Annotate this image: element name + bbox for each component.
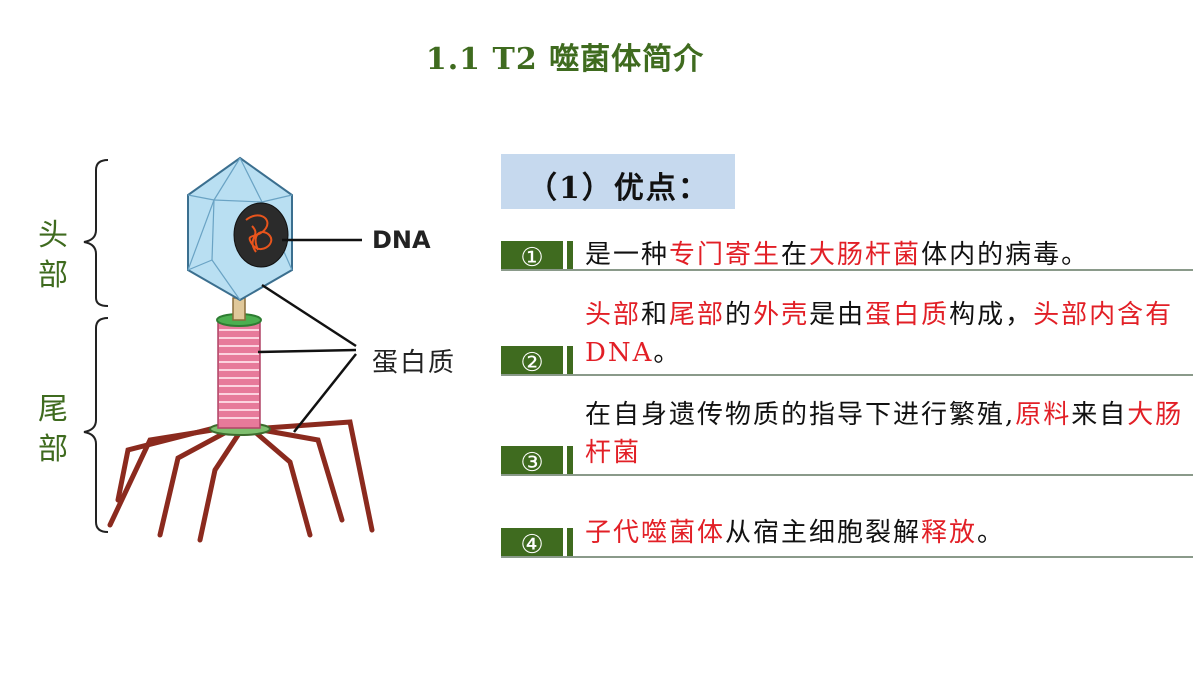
phage-illustration [83, 156, 375, 543]
phage-head [187, 156, 293, 302]
neck [232, 297, 246, 321]
dna-core [233, 202, 289, 268]
item-number-badge: ① [501, 241, 563, 269]
tail-sheath [217, 319, 261, 429]
protein-leader-head [261, 283, 357, 348]
item-number-bar [567, 346, 573, 374]
head-label: 头部 [38, 218, 68, 293]
item-underline [501, 474, 1193, 476]
section-heading-text: （1）优点： [527, 171, 710, 206]
item-text: 子代噬菌体从宿主细胞裂解释放。 [585, 518, 1006, 548]
item-number-badge: ④ [501, 528, 563, 556]
item-text: 头部和尾部的外壳是由蛋白质构成，头部内含有DNA。 [585, 300, 1174, 368]
item-underline [501, 374, 1193, 376]
head-bracket [83, 159, 109, 307]
tail-fibers [107, 419, 375, 543]
tail-bracket [83, 317, 109, 533]
item-number-bar [567, 241, 573, 269]
dna-label: DNA [372, 226, 431, 254]
item-text: 在自身遗传物质的指导下进行繁殖,原料来自大肠杆菌 [585, 400, 1184, 468]
item-text: 是一种专门寄生在大肠杆菌体内的病毒。 [585, 240, 1090, 270]
phage-diagram: 头部 尾部 DNA 蛋白质 [0, 140, 500, 560]
list-item: ④ 子代噬菌体从宿主细胞裂解释放。 [501, 514, 1193, 558]
list-item: ① 是一种专门寄生在大肠杆菌体内的病毒。 [501, 228, 1193, 271]
dna-strand [245, 214, 273, 253]
item-number-badge: ② [501, 346, 563, 374]
item-number-bar [567, 446, 573, 474]
item-number-badge: ③ [501, 446, 563, 474]
page-title: 1.1 T2 噬菌体简介 [425, 42, 705, 77]
list-item: ③ 在自身遗传物质的指导下进行繁殖,原料来自大肠杆菌 [501, 396, 1193, 476]
item-number-bar [567, 528, 573, 556]
tail-label: 尾部 [38, 392, 68, 467]
section-heading: （1）优点： [501, 154, 735, 209]
item-underline [501, 269, 1193, 271]
protein-leader-fiber [293, 353, 357, 433]
protein-label: 蛋白质 [372, 348, 457, 378]
list-item: ② 头部和尾部的外壳是由蛋白质构成，头部内含有DNA。 [501, 296, 1193, 376]
protein-leader-sheath [257, 348, 357, 354]
item-underline [501, 556, 1193, 558]
